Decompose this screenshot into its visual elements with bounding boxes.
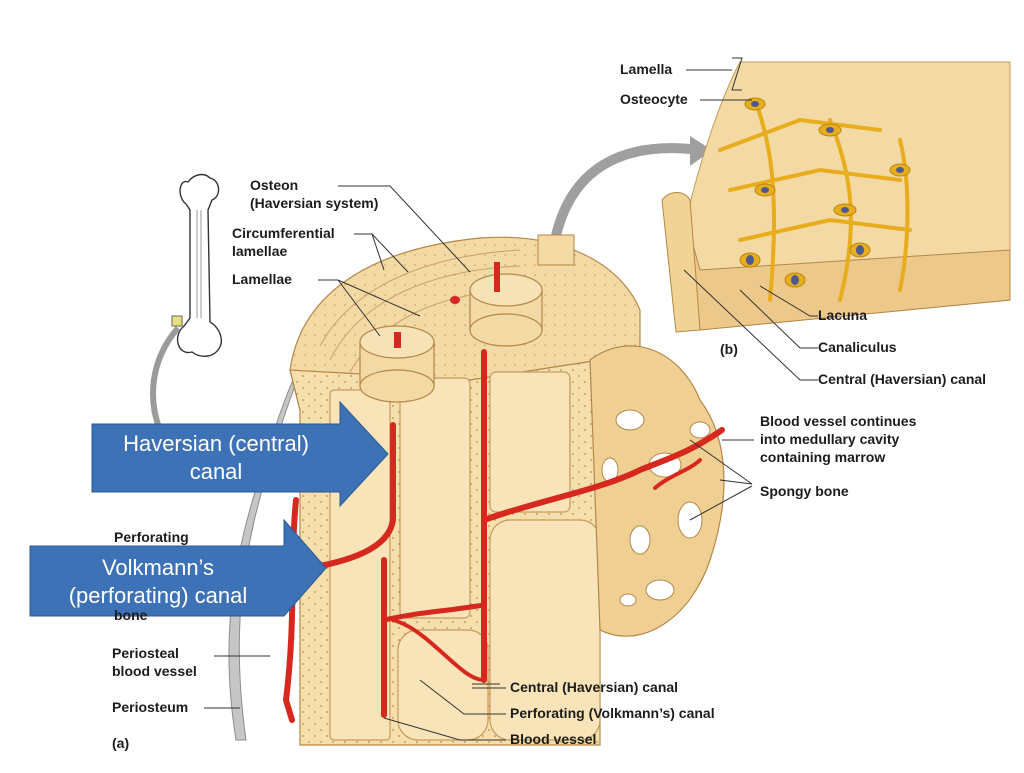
callout-volkmann-text: Volkmann’s(perforating) canal [68, 555, 248, 608]
label-lacuna: Lacuna [818, 307, 868, 323]
label-central-canal-a: Central (Haversian) canal [510, 679, 679, 695]
label-lamella: Lamella [620, 61, 673, 77]
label-panel-b: (b) [720, 341, 738, 357]
callout-haversian-arrow [91, 400, 389, 508]
label-periosteum: Periosteum [112, 699, 189, 715]
label-bone-partial: bone [114, 607, 148, 623]
zoom-arrow [550, 143, 701, 242]
label-central-canal-b: Central (Haversian) canal [818, 371, 987, 387]
label-canaliculus: Canaliculus [818, 339, 897, 355]
label-osteocyte: Osteocyte [620, 91, 688, 107]
section-marker [171, 315, 183, 327]
long-bone-sketch [150, 173, 222, 432]
label-perforating-partial: Perforating [114, 529, 189, 545]
callout-volkmann-arrow [29, 518, 327, 617]
raised-osteon-right [469, 262, 543, 347]
label-osteon: Osteon(Haversian system) [250, 177, 379, 211]
label-blood-vessel: Blood vessel [510, 731, 597, 747]
sample-wedge [537, 234, 575, 266]
label-lamellae: Lamellae [232, 271, 292, 287]
label-panel-a: (a) [112, 735, 130, 751]
label-spongy-bone: Spongy bone [760, 483, 849, 499]
blood-vessels [282, 349, 725, 723]
callout-haversian-text: Haversian (central)canal [123, 431, 309, 484]
raised-osteon-left [359, 325, 435, 403]
leader-lines [204, 57, 818, 741]
label-perforating-canal: Perforating (Volkmann’s) canal [510, 705, 715, 721]
spongy-bone-region [589, 345, 725, 637]
inset-panel-b [661, 61, 1011, 333]
